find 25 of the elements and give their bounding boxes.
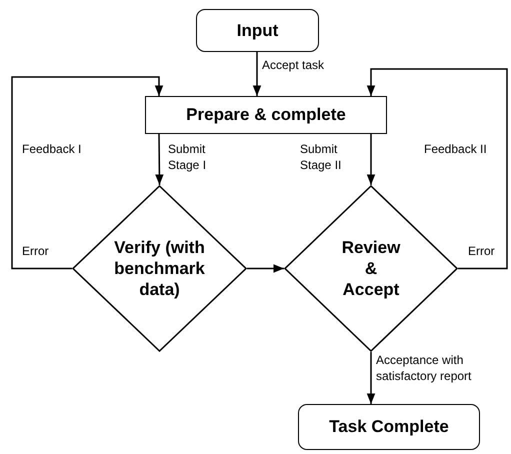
start-box [196,9,319,52]
edge-label: Accept task [262,58,324,74]
end-box [298,404,480,450]
process-box [145,96,387,134]
arrow [247,264,284,273]
node-text: Task Complete [329,416,449,438]
node-text: Prepare & complete [186,104,346,126]
arrow [366,352,376,404]
edge-label: Submit Stage II [300,142,342,174]
node-text: Review & Accept [340,236,402,300]
edge-label: Submit Stage I [168,142,208,174]
arrow [366,134,376,185]
node-text: Verify (with benchmark data) [113,236,206,300]
node-text: Input [236,20,278,42]
annotation-text: Feedback I [22,142,82,158]
edge-label: Error [468,244,495,260]
arrow [11,76,164,270]
arrow [155,134,164,185]
decision-diamond [284,185,458,352]
arrow [366,68,508,270]
edge-label: Acceptance with satisfactory report [376,353,472,384]
annotation-text: Feedback II [424,142,487,158]
edge-label: Error [22,244,49,260]
decision-diamond [72,185,247,352]
arrow [252,52,262,96]
